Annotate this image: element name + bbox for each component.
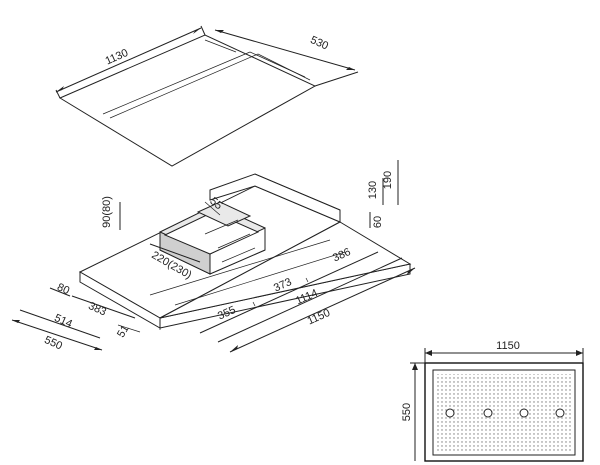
dim-label-top-550: 550 — [401, 403, 413, 421]
dim-line-55 — [204, 201, 221, 216]
motor-detail — [204, 219, 239, 235]
arrow — [193, 28, 201, 34]
ext-line — [314, 71, 359, 87]
hood-lower-deck — [159, 221, 412, 319]
rear-edge — [254, 173, 341, 211]
dim-label-1130: 1130 — [104, 47, 130, 68]
panel-inner-edge-top-2 — [257, 53, 311, 81]
arrow — [12, 320, 20, 323]
hood-body — [78, 173, 412, 330]
dim-line-1114 — [217, 257, 403, 343]
seg-tick — [305, 277, 309, 283]
dim-label-383: 383 — [86, 300, 108, 318]
top-view: 1150 550 — [401, 340, 584, 462]
panel-inner-edge-left-2 — [109, 53, 259, 119]
arrow — [230, 345, 238, 352]
dim-label-530: 530 — [308, 34, 330, 52]
motor-detail — [221, 247, 256, 263]
arrow — [215, 30, 224, 33]
dim-label-top-1150: 1150 — [496, 340, 520, 352]
dim-line-220 — [149, 243, 201, 263]
control-knob-icon — [445, 408, 455, 418]
dim-line-segments — [199, 251, 379, 334]
hood-inner-line — [174, 251, 346, 306]
glass-panel: 1130 530 — [55, 25, 359, 167]
panel-inner-edge-left — [102, 51, 251, 115]
arrow — [412, 363, 418, 370]
dim-label-60: 60 — [372, 216, 384, 228]
dim-line-80 — [49, 287, 71, 297]
ext-line — [200, 25, 206, 36]
panel-tick — [204, 39, 237, 53]
dim-label-1150: 1150 — [306, 307, 332, 328]
dim-label-80: 80 — [55, 281, 71, 297]
dim-line-51 — [117, 324, 141, 333]
dim-label-51: 51 — [115, 323, 132, 340]
dim-line-530 — [214, 29, 356, 71]
outlet-spigot — [196, 201, 252, 227]
arrow — [425, 350, 432, 356]
hood-inner-line — [149, 239, 331, 296]
dim-label-190: 190 — [382, 171, 394, 189]
dim-line-550 — [11, 319, 103, 351]
control-knob-icon — [483, 408, 493, 418]
control-knob-icon — [555, 408, 565, 418]
arrow — [576, 350, 583, 356]
arrow — [94, 347, 102, 350]
motor-detail — [217, 233, 251, 249]
top-view-inner — [432, 369, 576, 456]
dim-line-514 — [19, 309, 101, 339]
top-view-outer — [424, 362, 584, 462]
control-knob-icon — [519, 408, 529, 418]
arrow — [56, 86, 64, 92]
filter-mesh — [437, 374, 571, 451]
dim-line-1130 — [55, 27, 202, 93]
arrow — [407, 268, 415, 275]
dim-label-550: 550 — [42, 334, 64, 352]
arrow — [346, 67, 355, 70]
dim-line-383 — [71, 295, 136, 319]
dim-label-130: 130 — [367, 181, 379, 199]
dim-label-90-80: 90(80) — [101, 196, 113, 228]
seg-tick — [252, 301, 256, 307]
panel-outline — [58, 34, 317, 167]
dim-line-1150 — [229, 267, 416, 353]
